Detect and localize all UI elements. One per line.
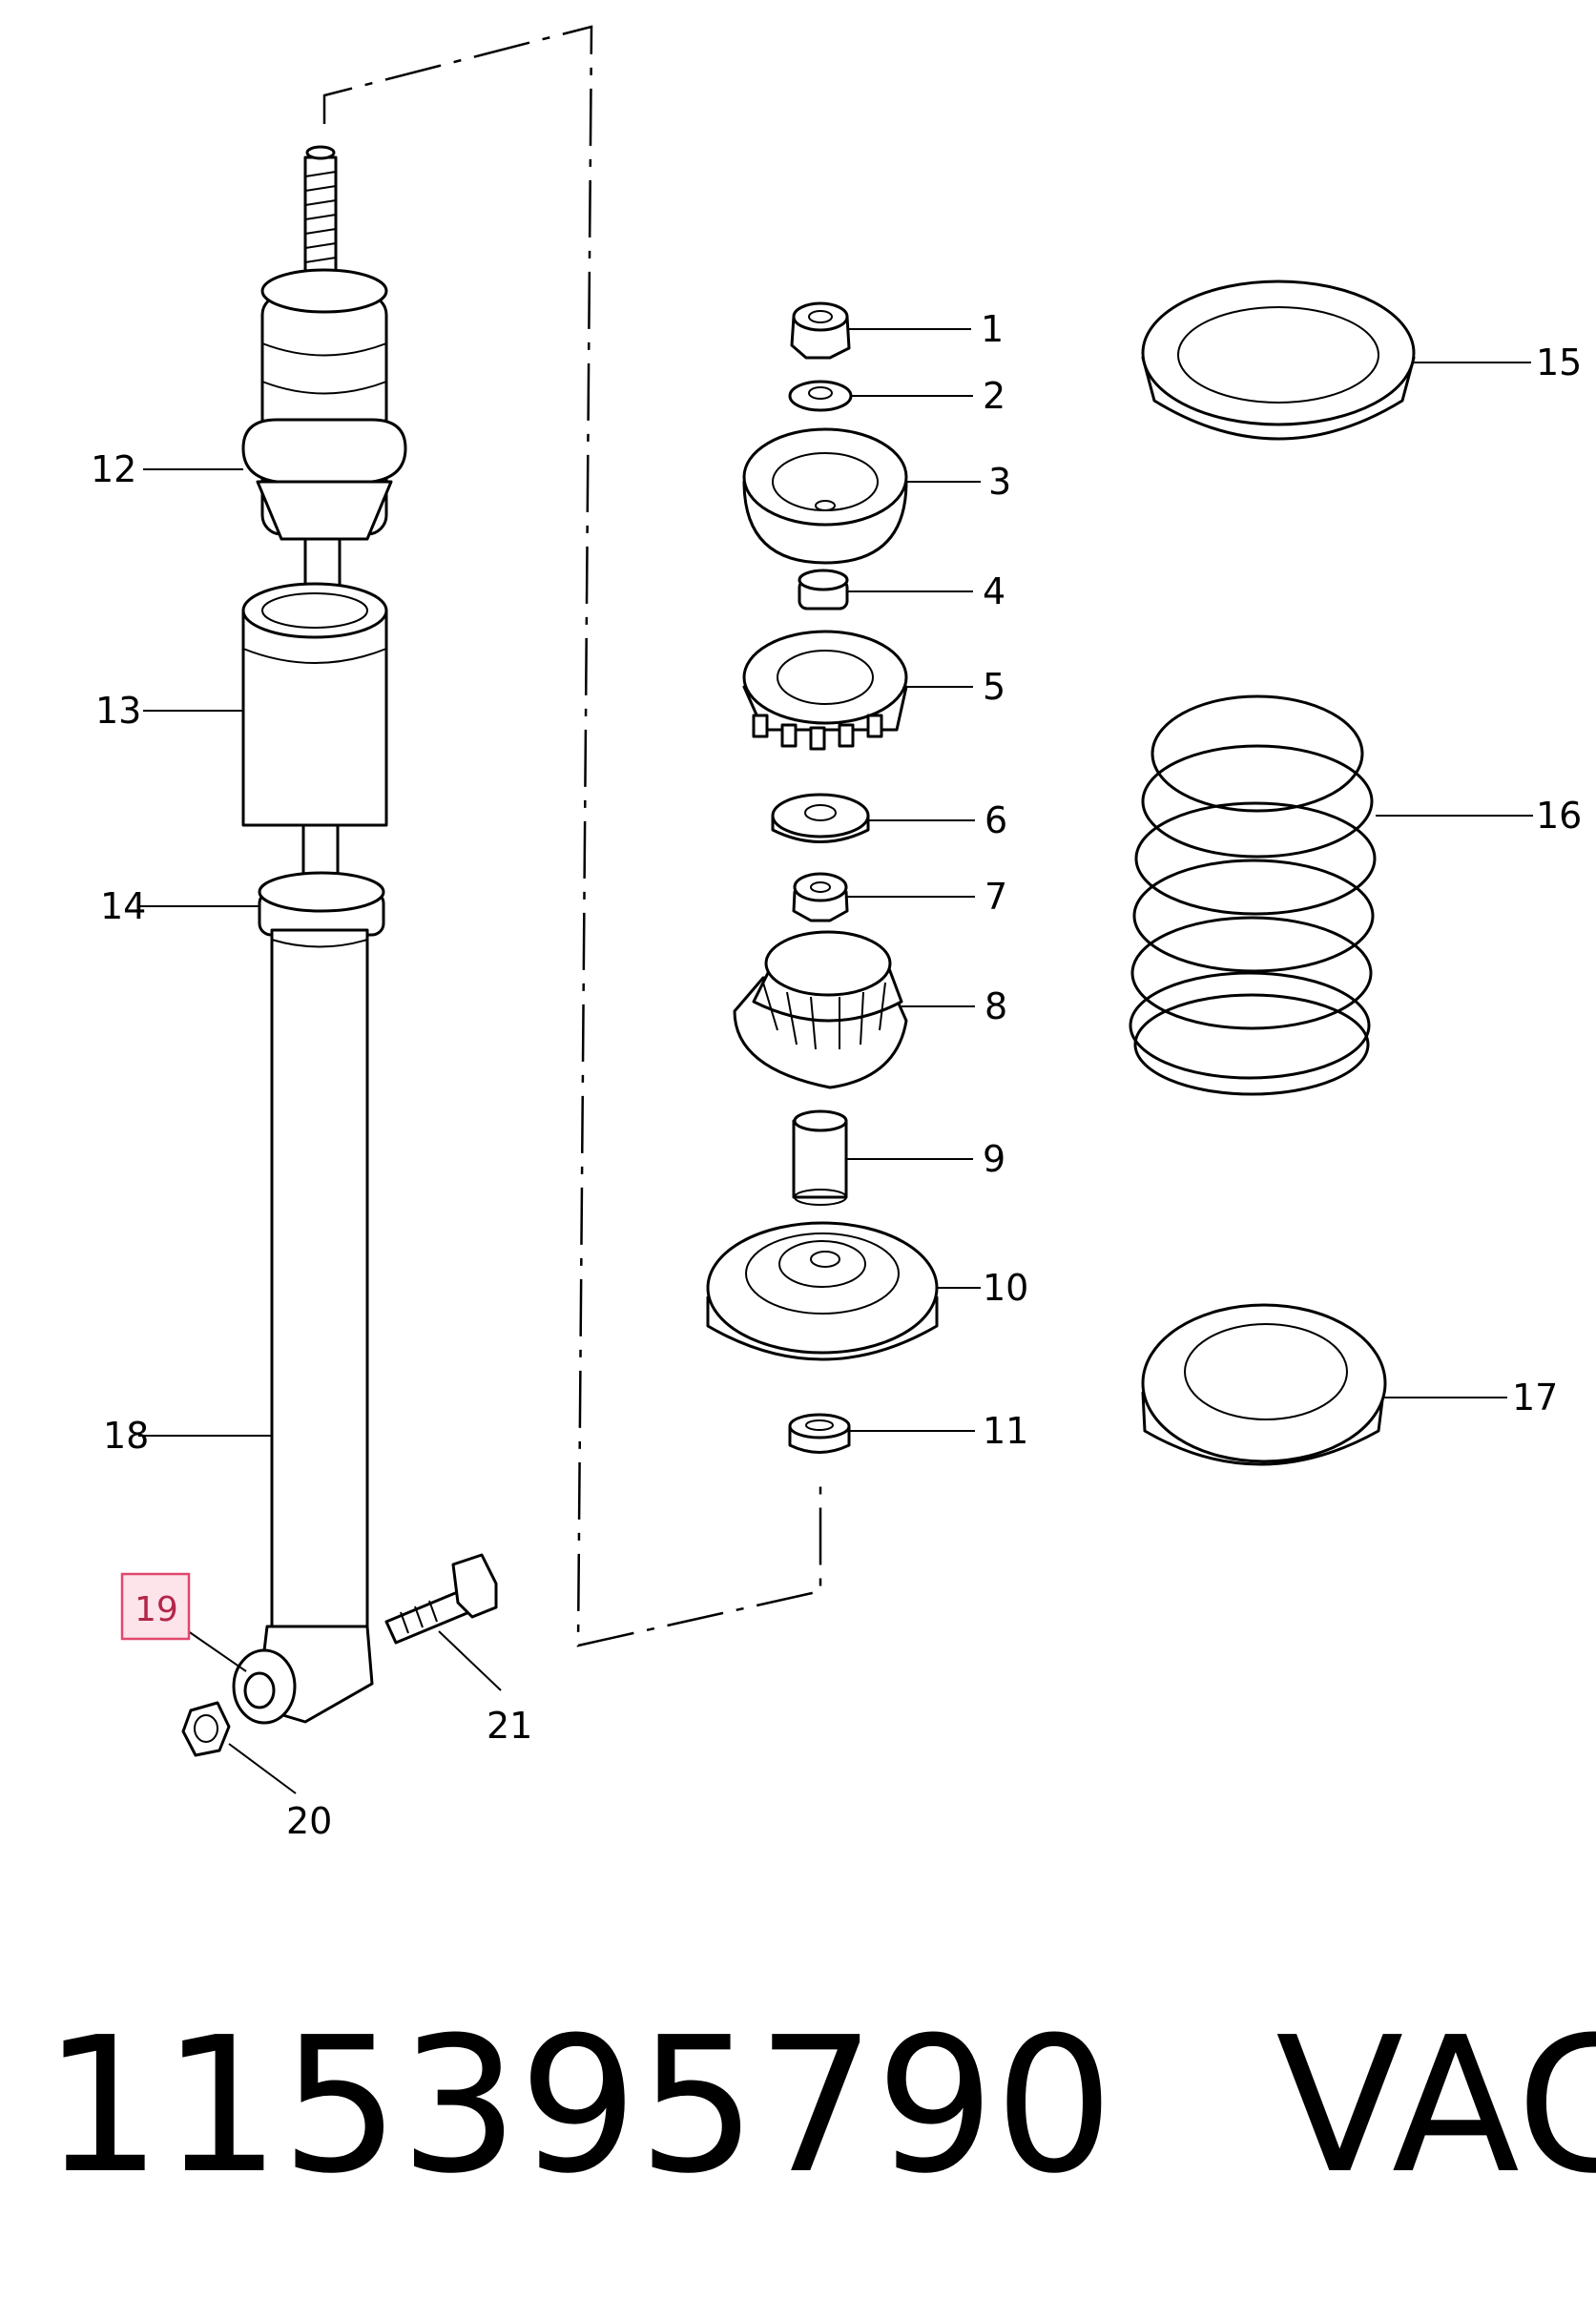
- part-3-cup: [742, 427, 908, 565]
- dust-tube: [241, 582, 388, 827]
- part-5-rubber-mount: [742, 630, 908, 751]
- label-14: 14: [100, 885, 146, 927]
- buffer-ring: [258, 871, 385, 937]
- part-8-bump-cone: [733, 930, 908, 1089]
- label-3: 3: [988, 461, 1011, 503]
- part-6-washer: [771, 793, 870, 843]
- label-17: 17: [1512, 1377, 1558, 1419]
- part-2-washer: [788, 380, 853, 412]
- part-7-nut: [792, 872, 849, 922]
- label-1: 1: [981, 308, 1004, 350]
- label-15: 15: [1536, 342, 1582, 383]
- label-7: 7: [985, 876, 1007, 918]
- mounting-bolt: [384, 1553, 498, 1645]
- part-17-ring: [1141, 1303, 1387, 1466]
- damper-body: [270, 928, 369, 1638]
- label-20: 20: [286, 1800, 332, 1842]
- bump-stop-boot: [241, 268, 407, 541]
- part-10-spring-seat: [706, 1221, 939, 1361]
- label-10: 10: [983, 1267, 1028, 1309]
- highlight-box: [120, 1572, 191, 1641]
- part-11-bushing: [788, 1413, 851, 1454]
- label-8: 8: [985, 985, 1007, 1027]
- part-number: 115395790: [43, 1998, 1114, 2215]
- lower-mounting-eye: [232, 1625, 374, 1725]
- label-11: 11: [983, 1410, 1028, 1452]
- leader-lines: [138, 328, 1533, 1794]
- lock-nut: [181, 1701, 231, 1757]
- shock-absorber-assembly: [181, 145, 498, 1757]
- label-9: 9: [983, 1138, 1005, 1180]
- label-16: 16: [1536, 795, 1582, 837]
- label-6: 6: [985, 799, 1007, 841]
- part-16-coil-spring: [1129, 694, 1377, 1096]
- label-12: 12: [91, 448, 136, 490]
- label-2: 2: [983, 375, 1005, 417]
- brand-name: VAG: [1275, 1998, 1596, 2215]
- label-19: 19: [135, 1590, 178, 1629]
- label-4: 4: [983, 570, 1005, 612]
- label-13: 13: [95, 690, 141, 732]
- label-5: 5: [983, 666, 1005, 708]
- part-4-bushing: [798, 569, 849, 611]
- part-1-nut: [790, 301, 851, 360]
- label-18: 18: [103, 1415, 149, 1457]
- part-15-ring: [1141, 280, 1416, 441]
- label-21: 21: [487, 1705, 532, 1747]
- part-9-spacer-tube: [792, 1109, 848, 1206]
- assembly-guide-line: [322, 25, 822, 1647]
